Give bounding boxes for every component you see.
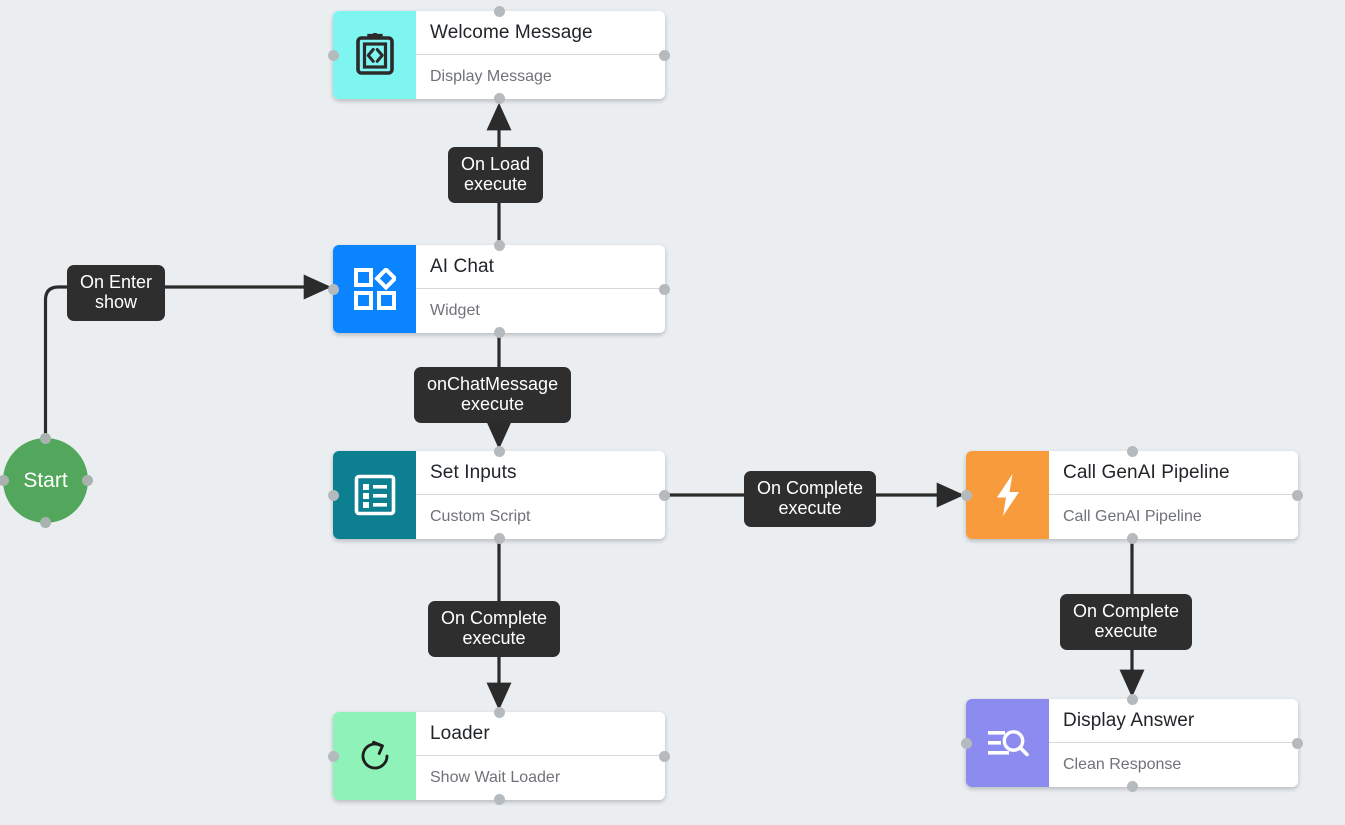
port-top[interactable] [493,446,505,457]
edge-label-line2: execute [462,628,526,649]
start-node[interactable]: Start [0,433,93,528]
node-icon-lightning-bolt [966,451,1049,539]
node-title: AI Chat [416,245,665,289]
edge-label-line1: On Load [461,154,531,174]
port-top[interactable] [493,6,505,17]
node-title: Loader [416,712,665,756]
port-left[interactable] [0,475,9,486]
port-left[interactable] [961,737,972,749]
edge-label-line2: show [95,292,138,313]
edge-label-on-complete-execute-3[interactable]: On Complete execute [1060,594,1193,651]
port-bottom[interactable] [493,93,505,104]
node-icon-widget-grid [333,245,416,333]
list-search-icon [987,730,1029,757]
edge-label-on-complete-execute-1[interactable]: On Complete execute [744,471,877,528]
node-icon-refresh [333,712,416,800]
start-node-label: Start [23,468,68,492]
widget-grid-icon [353,268,396,310]
node-subtitle: Display Message [430,68,552,85]
node-subtitle: Widget [430,302,480,319]
port-left[interactable] [328,49,339,61]
form-list-icon [354,474,395,516]
edge-label-on-load-execute[interactable]: On Load execute [448,147,544,204]
node-set-inputs[interactable]: Set Inputs Custom Script [328,446,670,544]
port-bottom[interactable] [40,517,51,528]
port-bottom[interactable] [1126,781,1138,792]
lightning-bolt-icon [996,474,1019,516]
node-body: Display Answer Clean Response [1049,699,1298,787]
port-bottom[interactable] [493,327,505,338]
edge-label-on-enter-show[interactable]: On Enter show [67,265,166,322]
refresh-icon [361,740,388,770]
node-icon-list-search [966,699,1049,787]
port-right[interactable] [1292,737,1303,749]
port-left[interactable] [328,283,339,295]
clipboard-code-icon [355,33,394,75]
port-top[interactable] [493,707,505,718]
port-right[interactable] [659,283,670,295]
node-subtitle: Custom Script [430,508,531,525]
port-top[interactable] [1126,694,1138,705]
port-right[interactable] [82,475,93,486]
edge-label-line1: onChatMessage [427,374,559,394]
edge-label-line1: On Complete [1073,601,1180,621]
node-body: Welcome Message Display Message [416,11,665,99]
node-title: Welcome Message [416,11,665,55]
node-ai-chat[interactable]: AI Chat Widget [328,240,670,338]
port-left[interactable] [328,489,339,501]
edge-label-line2: execute [778,498,842,519]
edge-label-on-complete-execute-2[interactable]: On Complete execute [428,601,561,658]
node-title: Call GenAI Pipeline [1049,451,1298,495]
node-icon-clipboard-code [333,11,416,99]
edge-label-line2: execute [461,394,525,415]
node-title: Display Answer [1049,699,1298,743]
node-call-genai-pipeline[interactable]: Call GenAI Pipeline Call GenAI Pipeline [961,446,1303,544]
edge-label-line1: On Complete [757,478,864,498]
node-subtitle: Show Wait Loader [430,769,561,786]
edge-label-line2: execute [1094,621,1158,642]
port-bottom[interactable] [493,533,505,544]
node-body: Set Inputs Custom Script [416,451,665,539]
port-right[interactable] [1292,489,1303,501]
node-body: AI Chat Widget [416,245,665,333]
node-subtitle: Clean Response [1063,756,1182,773]
node-title: Set Inputs [416,451,665,495]
node-body: Call GenAI Pipeline Call GenAI Pipeline [1049,451,1298,539]
port-top[interactable] [40,433,51,444]
edge-label-line1: On Enter [80,272,153,292]
node-welcome-message[interactable]: Welcome Message Display Message [328,6,670,104]
edge-label-line1: On Complete [441,608,548,628]
node-subtitle: Call GenAI Pipeline [1063,508,1202,525]
edge-label-line2: execute [464,174,528,195]
node-icon-form-list [333,451,416,539]
port-bottom[interactable] [1126,533,1138,544]
port-bottom[interactable] [493,794,505,805]
port-right[interactable] [659,489,670,501]
edge-label-on-chat-message-execute[interactable]: onChatMessage execute [414,367,572,424]
port-left[interactable] [961,489,972,501]
port-top[interactable] [1126,446,1138,457]
port-left[interactable] [328,750,339,762]
node-display-answer[interactable]: Display Answer Clean Response [961,694,1303,792]
node-loader[interactable]: Loader Show Wait Loader [328,707,670,805]
node-body: Loader Show Wait Loader [416,712,665,800]
port-right[interactable] [659,49,670,61]
port-top[interactable] [493,240,505,251]
port-right[interactable] [659,750,670,762]
